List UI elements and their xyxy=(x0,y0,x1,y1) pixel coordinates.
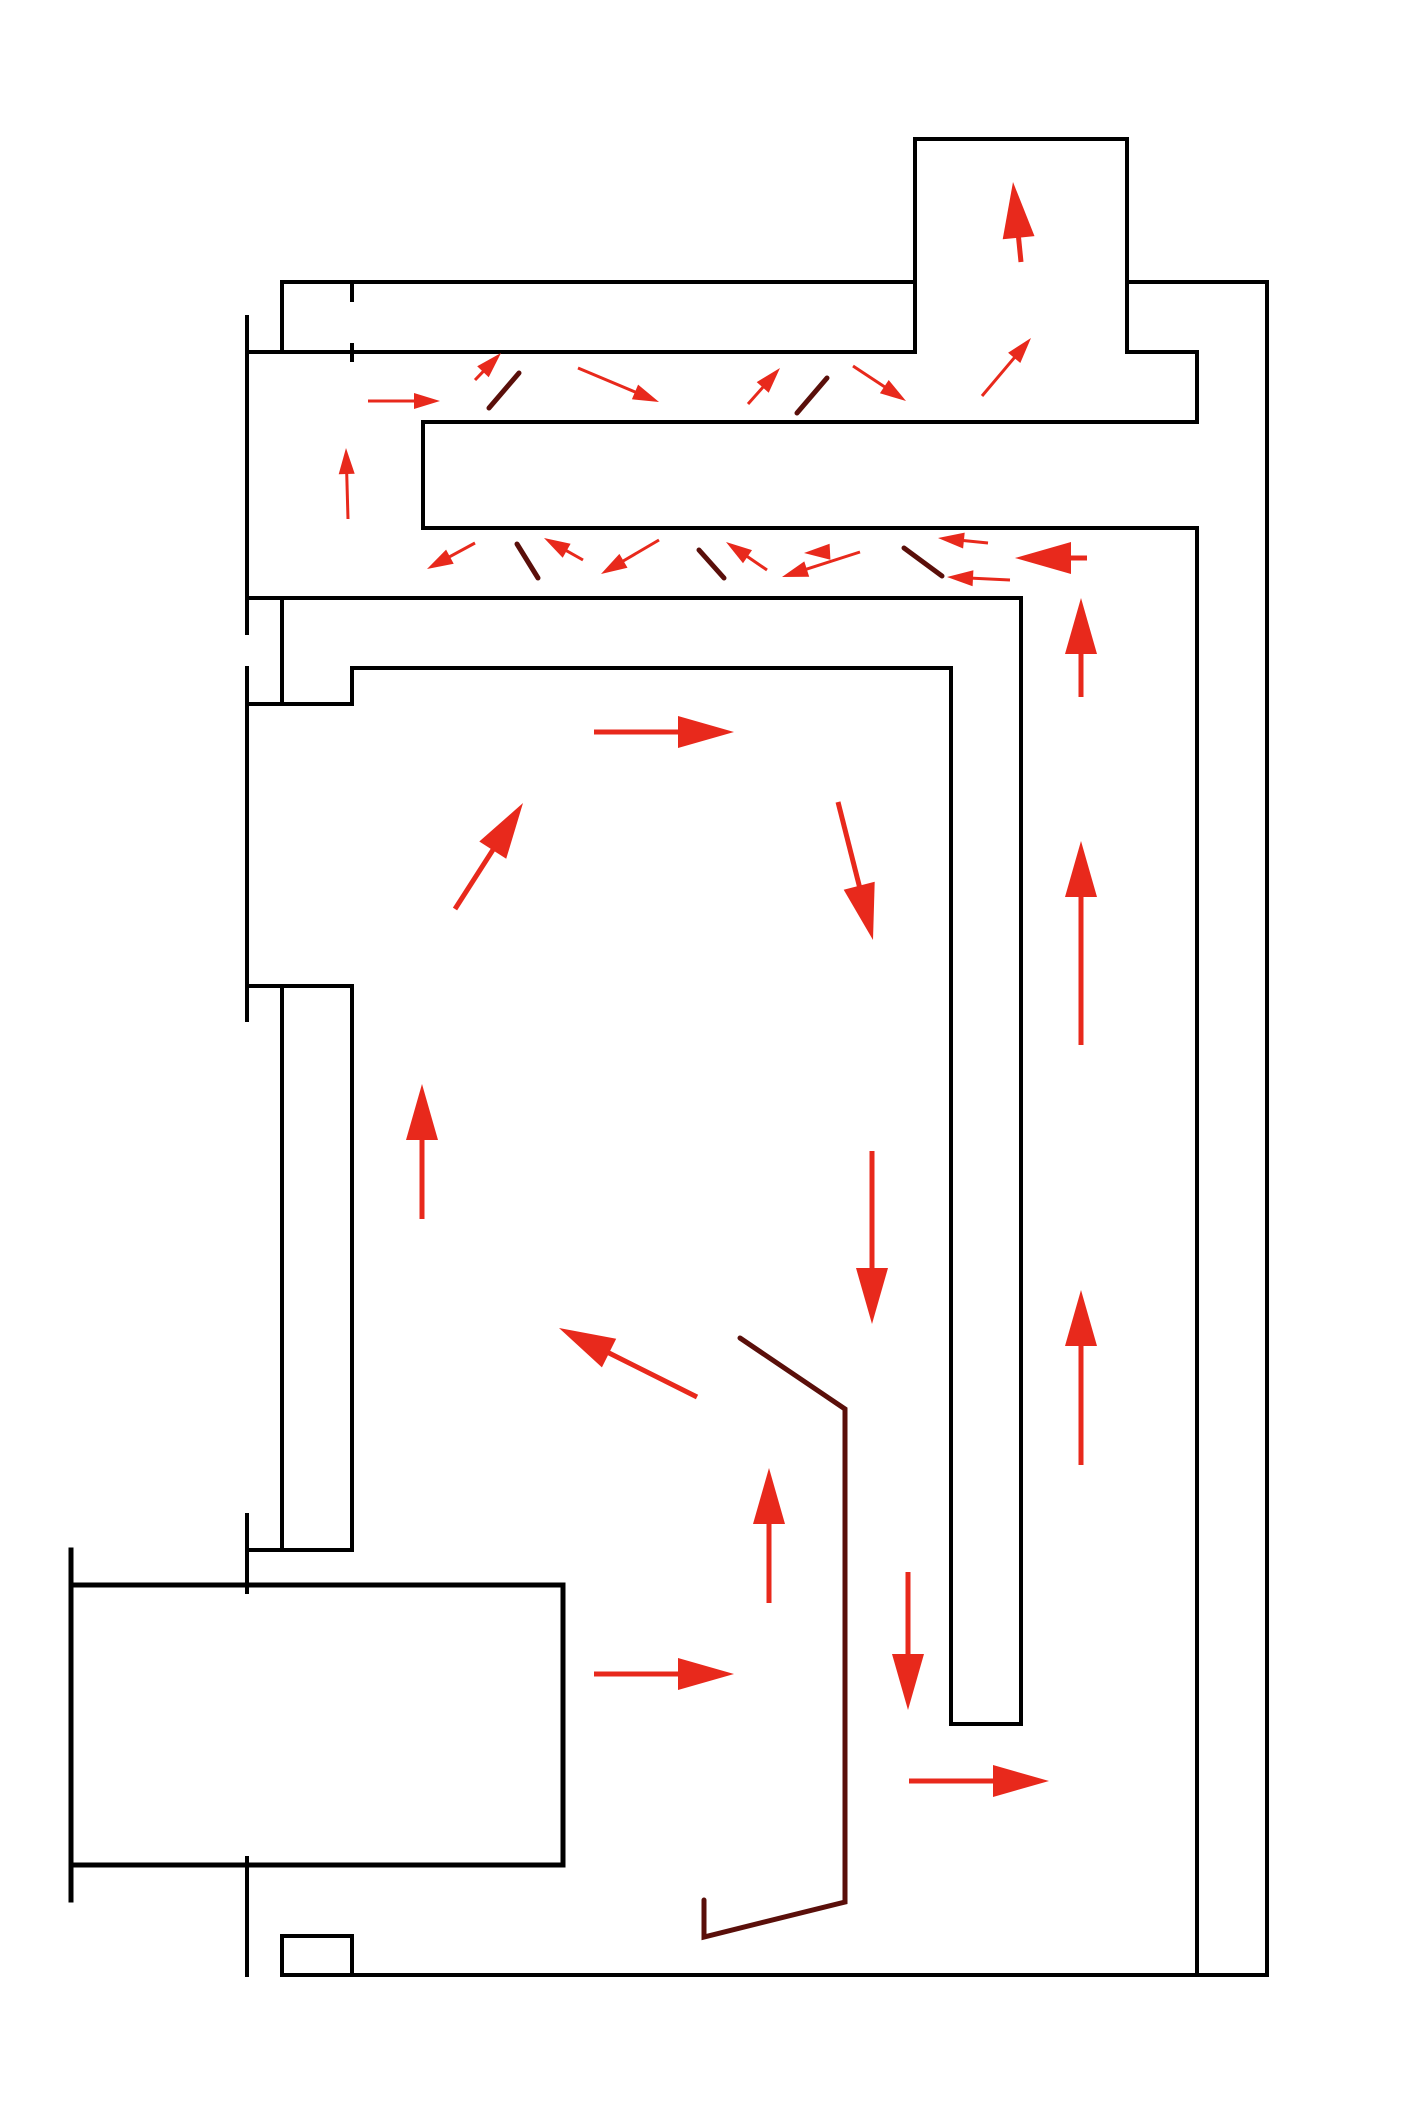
flow-arrow xyxy=(1065,1290,1097,1465)
flow-arrow-shaft xyxy=(746,384,766,405)
flow-arrow xyxy=(601,538,660,574)
flow-arrow-shaft xyxy=(804,550,861,572)
flow-arrow-head xyxy=(477,353,501,378)
flow-arrow xyxy=(559,1328,699,1400)
flow-arrow-head xyxy=(1002,182,1035,240)
firebox-outline xyxy=(68,1582,566,1868)
flow-arrow-shaft xyxy=(835,801,863,889)
flow-arrow-shaft xyxy=(744,554,768,572)
flow-arrow-shaft xyxy=(852,364,887,390)
flow-arrow xyxy=(892,1572,924,1710)
outer-top-right-wall xyxy=(280,280,1269,1977)
vane-bot-2 xyxy=(696,547,727,581)
flow-arrow-head xyxy=(879,380,906,401)
flow-arrow-head xyxy=(756,368,780,393)
structure-walls xyxy=(68,137,1269,1977)
flow-arrow xyxy=(746,368,780,405)
flow-arrow-shaft xyxy=(447,541,476,559)
flow-arrow xyxy=(473,353,501,382)
lower-baffle xyxy=(701,1335,848,1941)
flow-arrow-head xyxy=(678,716,734,748)
flow-arrow-head xyxy=(1015,542,1071,574)
flow-arrow-head xyxy=(544,538,571,558)
flow-arrow-head xyxy=(678,1658,734,1690)
flow-arrow-head xyxy=(1008,338,1031,363)
flow-arrow-shaft xyxy=(564,548,584,562)
flow-arrow-head xyxy=(414,393,440,409)
flow-arrow-head xyxy=(406,1084,438,1140)
flow-arrow xyxy=(753,1468,785,1603)
bottom-wall xyxy=(280,1934,1269,1977)
flow-arrow-shaft xyxy=(452,847,496,911)
flow-arrow-head xyxy=(427,549,454,569)
flow-arrow xyxy=(368,393,440,409)
flow-arrow-head xyxy=(1065,841,1097,897)
flow-arrow xyxy=(726,542,768,572)
vane-top-2 xyxy=(794,375,830,416)
flow-arrow-shaft xyxy=(620,538,660,564)
flow-arrow-shaft xyxy=(577,366,638,395)
baffles xyxy=(486,370,945,1941)
flow-arrow-shaft xyxy=(970,576,1011,582)
middle-duct-wall xyxy=(245,596,1023,1726)
flow-arrow xyxy=(856,1151,888,1324)
flow-arrow-head xyxy=(726,542,752,564)
flow-arrow-head xyxy=(947,570,974,587)
flow-arrow-head xyxy=(338,448,355,475)
flow-arrow-shaft xyxy=(606,1349,699,1400)
flow-arrow xyxy=(452,803,523,911)
vane-bot-3 xyxy=(901,545,945,579)
flow-arrow-head xyxy=(843,881,875,940)
flow-arrow-shaft xyxy=(345,471,350,520)
flow-arrow-shaft xyxy=(473,369,486,382)
flow-arrow xyxy=(594,716,734,748)
flow-arrow xyxy=(852,364,906,401)
flow-arrow xyxy=(1065,598,1097,697)
flow-arrow xyxy=(804,543,831,560)
flow-arrow xyxy=(544,538,584,562)
flow-arrow-head xyxy=(479,803,523,859)
flow-arrow xyxy=(577,366,659,402)
vane-bot-1 xyxy=(514,541,541,581)
flow-arrow-head xyxy=(782,561,810,577)
flow-arrow-head xyxy=(1065,1290,1097,1346)
flow-arrow-head xyxy=(559,1328,617,1368)
flow-arrow-head xyxy=(753,1468,785,1524)
flow-arrow xyxy=(427,541,476,569)
flow-arrow-head xyxy=(993,1765,1049,1797)
chimney-outline xyxy=(913,137,1129,354)
vane-top-1 xyxy=(486,370,522,411)
flow-arrow-head xyxy=(804,543,831,560)
flow-arrow xyxy=(594,1658,734,1690)
flow-arrow-head xyxy=(631,384,659,402)
flow-arrow xyxy=(909,1765,1049,1797)
upper-duct-top-wall xyxy=(245,350,1199,1977)
flow-arrow-shaft xyxy=(980,355,1017,397)
flow-arrow-head xyxy=(601,553,628,574)
flow-arrow-head xyxy=(892,1654,924,1710)
flow-arrow xyxy=(1065,841,1097,1045)
flow-arrow xyxy=(338,448,355,520)
flow-arrow-head xyxy=(1065,598,1097,654)
flow-arrow-head xyxy=(856,1268,888,1324)
flow-arrow-shaft xyxy=(961,538,989,545)
flow-arrow xyxy=(947,570,1011,587)
flow-arrow xyxy=(782,550,861,577)
flow-arrow-shaft xyxy=(1015,235,1024,263)
flow-arrow xyxy=(406,1084,438,1219)
flow-arrow xyxy=(980,338,1031,397)
flow-arrow xyxy=(938,532,989,549)
flow-arrow xyxy=(835,801,875,940)
flow-arrow-head xyxy=(938,532,965,549)
side-panel xyxy=(245,702,354,1552)
flow-arrows xyxy=(338,182,1097,1797)
flow-arrow xyxy=(1015,542,1087,574)
flow-arrow xyxy=(1002,182,1035,263)
